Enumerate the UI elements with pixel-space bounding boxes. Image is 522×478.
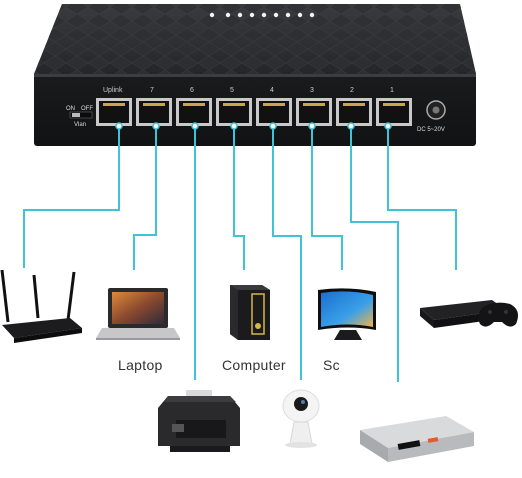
ethernet-port-icon [336,98,372,126]
port-label-5: 5 [230,87,234,94]
ethernet-ports [96,98,412,126]
vlan-label: Vlan [74,122,86,128]
printer-icon [158,390,240,452]
computer-label: Computer [222,357,286,373]
uplink-label: Uplink [103,87,123,94]
status-leds [209,12,315,18]
cable-screen [311,126,343,270]
port-label-3: 3 [310,87,314,94]
cable-settopbox [350,126,399,382]
ethernet-port-icon [216,98,252,126]
network-switch [34,4,476,146]
screen-label: Sc [323,357,339,373]
router-icon [0,269,82,343]
ethernet-port-icon [96,98,132,126]
port-label-6: 6 [190,87,194,94]
ethernet-port-icon [136,98,172,126]
cable-lines [23,126,457,382]
port-label-7: 7 [150,87,154,94]
port-label-4: 4 [270,87,274,94]
cable-router [23,126,120,268]
tv-monitor-icon [318,288,376,340]
cable-laptop [133,126,157,270]
vlan-on-label: ON [66,106,75,112]
port-label-2: 2 [350,87,354,94]
cable-camera [272,126,302,380]
ethernet-port-icon [256,98,292,126]
game-console-icon [420,300,518,328]
cable-console [387,126,457,270]
ethernet-port-icon [376,98,412,126]
power-label: DC 5~20V [417,127,445,133]
desktop-tower-icon [230,285,270,340]
ethernet-port-icon [176,98,212,126]
laptop-icon [96,288,180,340]
port-label-1: 1 [390,87,394,94]
power-jack: DC 5~20V [417,100,446,133]
vlan-off-label: OFF [81,106,93,112]
vlan-switch: ON OFF Vlan [66,106,93,128]
security-camera-icon [282,389,320,448]
set-top-box-icon [360,416,474,462]
ethernet-port-icon [296,98,332,126]
laptop-label: Laptop [118,357,163,373]
cable-computer [233,126,245,270]
